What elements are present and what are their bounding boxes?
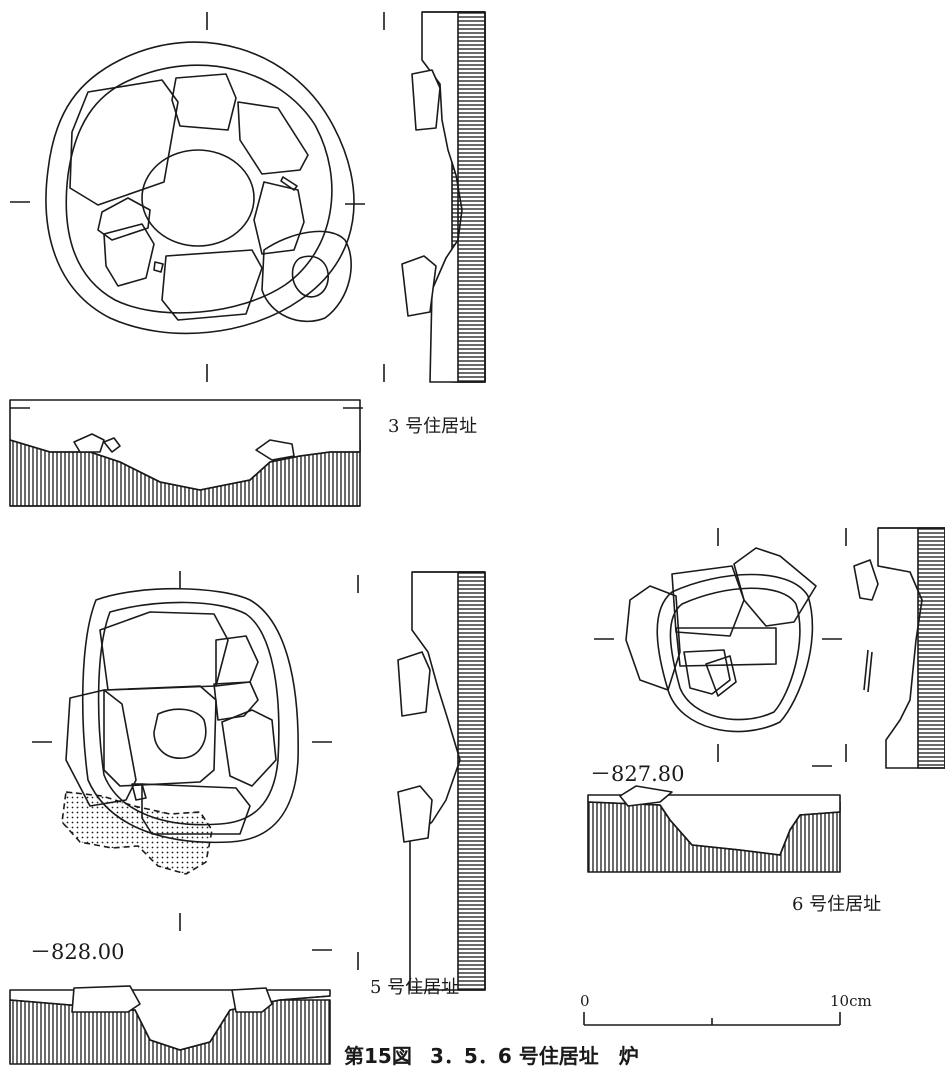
hearth-5-fire-bed [153,708,207,759]
hearth-6-outer-pit [656,573,814,733]
figure-title: 3．5．6 号住居址 炉 [430,1044,639,1068]
hearth-3-stone [171,73,237,131]
hearth-3-stone [237,101,309,175]
hearth-5-vertical-section [357,571,486,991]
label-house-3: 3 号住居址 [388,416,478,437]
hearth-5-horizontal-section [9,949,332,1065]
section-stone [853,559,879,601]
hatched-soil [457,11,486,383]
hearth-6-stone [683,649,731,695]
elevation-label-828: －828.00 [30,940,125,964]
hearth-5-outer-pit [81,587,299,844]
hearth-6-stone [625,585,681,691]
hearth-3-fire-bed [141,149,255,247]
label-house-6: 6 号住居址 [792,894,882,915]
hearth-6-vertical-section [845,527,945,769]
hearth-3-stone [103,223,155,287]
hatched-soil [457,571,486,991]
section-stone [397,651,431,717]
hearth-3-stone [69,79,179,206]
section-stone [411,69,441,131]
scale-end-label: 10cm [830,992,872,1010]
section-stone [619,785,673,807]
hearth-5-plan [32,571,332,931]
section-stone [103,437,121,453]
hearth-3-stone [291,255,329,298]
hearth-6-stone [733,547,817,627]
hearth-3-plan [10,12,365,382]
label-house-5: 5 号住居址 [370,977,460,998]
hatched-soil [917,527,945,769]
hearth-5-stone [65,689,137,807]
section-stone [71,985,141,1013]
hearth-5-inner-pit [97,601,280,826]
figure-number: 第15図 [344,1044,412,1068]
section-stone [255,439,295,461]
hearth-3-stone [253,181,305,255]
hearth-3-inner-pit [65,64,333,314]
hearth-3-stone [261,230,352,323]
hearth-5-charcoal-area [61,791,213,875]
scale-bar [583,1012,841,1026]
hearth-5-stone [99,611,229,691]
section-stone [401,255,437,317]
section-profile [587,801,841,856]
hearth-3-stone [153,261,164,273]
hearth-6-stone [705,655,737,697]
section-stone [397,785,433,843]
elevation-label-827: －827.80 [590,762,685,786]
section-stone [231,987,273,1013]
hearth-3-stone [280,176,298,191]
hearth-6-stone [675,627,777,667]
hearth-3-outer-pit [45,41,355,335]
hearth-5-stone [131,783,147,801]
scale-start-label: 0 [580,992,590,1010]
hearth-5-stone [213,681,259,721]
hearth-3-stone [97,197,151,241]
hearth-5-stone [221,709,277,787]
hearth-3-horizontal-section [9,399,363,507]
hearth-3-stone [161,249,263,321]
hearth-6-inner-pit [669,587,801,721]
hearth-5-stone [103,685,217,787]
hearth-6-stone [671,565,745,637]
hearth-3-vertical-section [383,11,486,383]
hearth-5-stone [215,635,259,687]
section-profile [9,439,360,491]
hearth-6-horizontal-section [587,765,841,873]
hearth-6-plan [594,528,842,762]
section-stone [73,433,105,453]
